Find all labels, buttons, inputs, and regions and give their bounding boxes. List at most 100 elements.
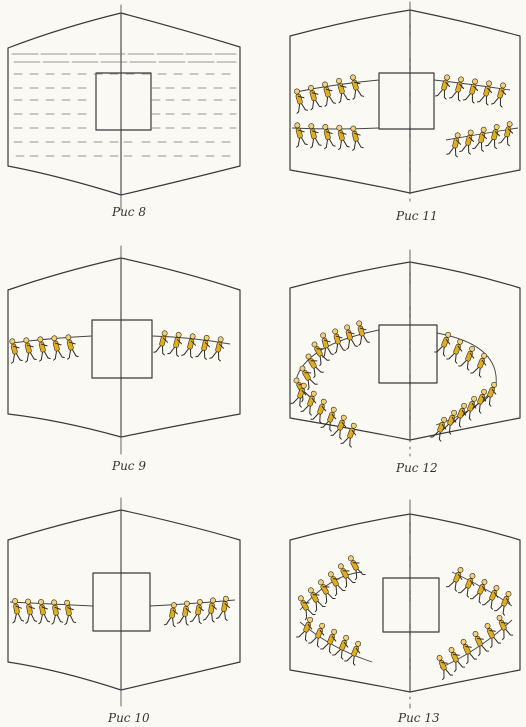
figure-arms bbox=[297, 95, 305, 99]
figure-body bbox=[310, 592, 319, 603]
figure-head bbox=[451, 409, 458, 416]
pulling-figure bbox=[64, 599, 77, 625]
figure-legs bbox=[354, 568, 366, 581]
pulling-figure bbox=[336, 78, 351, 104]
figure-legs bbox=[434, 89, 447, 100]
pulling-figure bbox=[290, 382, 307, 408]
figure-head bbox=[472, 631, 479, 637]
figure-head bbox=[175, 331, 182, 338]
pulling-figure bbox=[294, 88, 309, 114]
pulling-figure bbox=[493, 591, 512, 616]
figure-legs bbox=[167, 346, 179, 357]
figure-arms bbox=[501, 622, 508, 624]
figure-body bbox=[13, 603, 20, 615]
figure-arms bbox=[28, 605, 35, 610]
figure-legs bbox=[11, 353, 23, 364]
figure-head bbox=[344, 324, 351, 331]
figure-body bbox=[159, 335, 167, 347]
figure-body bbox=[308, 358, 317, 369]
figure-body bbox=[462, 643, 471, 655]
figure-legs bbox=[320, 421, 332, 432]
figure-arms bbox=[481, 359, 487, 366]
figure-head bbox=[307, 616, 314, 623]
pulling-figure bbox=[436, 655, 454, 681]
figure-arms bbox=[343, 641, 349, 648]
figure-head bbox=[448, 647, 455, 653]
pulling-figure bbox=[9, 338, 23, 364]
panel-fig-11: Рис 11 bbox=[289, 1, 521, 223]
figure-arms bbox=[507, 128, 514, 134]
figure-body bbox=[173, 337, 181, 348]
figure-legs bbox=[434, 345, 446, 357]
figure-arms bbox=[311, 397, 317, 404]
pulling-figure bbox=[310, 398, 327, 424]
figure-arms bbox=[323, 339, 331, 343]
figure-legs bbox=[202, 612, 215, 623]
pulling-figure bbox=[446, 338, 464, 364]
figure-arms bbox=[331, 635, 337, 642]
pulling-figure bbox=[296, 616, 314, 642]
figure-body bbox=[314, 346, 323, 357]
figure-body bbox=[52, 340, 60, 352]
figure-arms bbox=[302, 602, 310, 604]
figure-legs bbox=[310, 99, 323, 111]
figure-arms bbox=[471, 402, 477, 409]
figure-head bbox=[171, 602, 177, 609]
pulling-figure bbox=[65, 334, 79, 360]
figure-legs bbox=[296, 103, 309, 114]
pulling-figure bbox=[445, 567, 464, 592]
pulling-figure bbox=[308, 123, 322, 149]
pulling-figure bbox=[440, 409, 458, 435]
figure-head bbox=[356, 320, 363, 327]
pulling-figure bbox=[350, 74, 365, 100]
figure-arms bbox=[339, 85, 347, 88]
figure-arms bbox=[319, 629, 325, 636]
figure-body bbox=[208, 602, 215, 614]
pulling-figure bbox=[446, 132, 462, 158]
figure-arms bbox=[321, 405, 327, 412]
figure-legs bbox=[490, 97, 503, 108]
figure-head bbox=[300, 382, 307, 389]
pulling-figure bbox=[294, 122, 308, 148]
pulling-figure bbox=[308, 622, 326, 648]
pulling-figure bbox=[481, 585, 500, 610]
figure-head bbox=[336, 78, 342, 84]
figure-arms bbox=[445, 338, 451, 345]
figure-head bbox=[350, 125, 357, 132]
figure-body bbox=[52, 604, 59, 616]
figure-head bbox=[480, 126, 487, 133]
figure-head bbox=[308, 123, 315, 130]
figure-head bbox=[23, 337, 30, 344]
figure-arms bbox=[489, 630, 496, 632]
figure-legs bbox=[358, 335, 370, 346]
pulling-figure bbox=[356, 320, 370, 346]
figure-legs bbox=[308, 636, 320, 648]
figure-arms bbox=[325, 88, 333, 92]
pulling-figure bbox=[459, 129, 475, 155]
figure-head bbox=[322, 81, 328, 88]
pulling-figure bbox=[215, 595, 230, 621]
figure-body bbox=[10, 343, 18, 355]
figure-legs bbox=[459, 144, 471, 155]
figure-head bbox=[496, 615, 503, 621]
figure-legs bbox=[481, 598, 494, 610]
figure-legs bbox=[310, 413, 322, 424]
figure-arms bbox=[310, 360, 318, 362]
figure-arms bbox=[491, 388, 497, 395]
pulling-figure bbox=[37, 336, 51, 362]
pulling-figure bbox=[472, 631, 490, 657]
pulling-figure bbox=[460, 395, 478, 421]
figure-arms bbox=[332, 578, 340, 580]
figure-legs bbox=[332, 648, 344, 660]
figure-legs bbox=[446, 147, 458, 158]
figure-head bbox=[472, 78, 478, 85]
figure-legs bbox=[478, 644, 490, 657]
caption-fig-9: Рис 9 bbox=[111, 459, 146, 473]
figure-arms bbox=[316, 348, 324, 350]
pulling-figure bbox=[448, 76, 465, 102]
pulling-figure bbox=[336, 124, 350, 151]
figure-head bbox=[189, 333, 196, 340]
figure-legs bbox=[67, 349, 79, 360]
figure-arms bbox=[162, 337, 169, 343]
figure-legs bbox=[322, 347, 334, 358]
